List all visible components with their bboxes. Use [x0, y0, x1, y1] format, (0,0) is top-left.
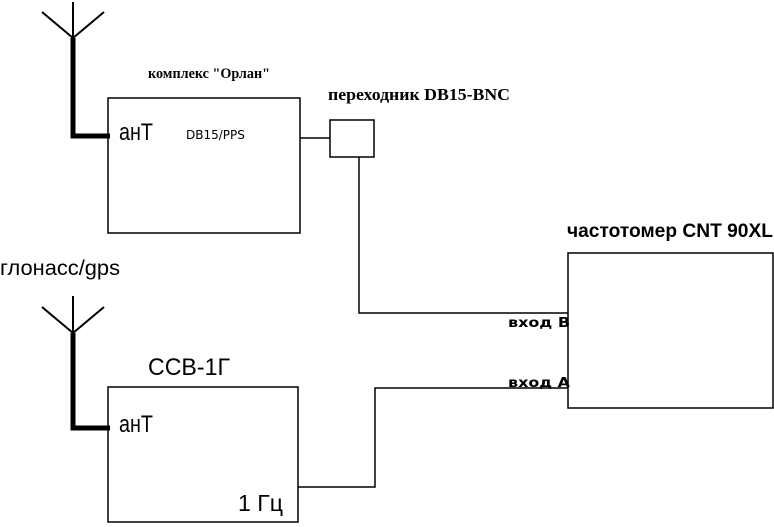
wire-adapter-to-input-b: [358, 157, 568, 314]
ssv-output-label: 1 Гц: [238, 490, 283, 516]
adapter-box: [329, 119, 375, 158]
input-b-label: вход В: [508, 316, 570, 331]
antenna-icon-orlan: [41, 2, 110, 139]
ssv-box: [107, 386, 299, 523]
antenna-icon-ssv: [41, 296, 110, 431]
adapter-title: переходник DB15-BNC: [328, 85, 510, 104]
ssv-ant-label: анТ: [119, 411, 153, 438]
wire-ssv-to-input-a: [298, 387, 568, 488]
ssv-title: ССВ-1Г: [148, 354, 230, 381]
frequency-counter-box: [567, 252, 774, 409]
orlan-complex-title: комплекс "Орлан": [148, 66, 270, 82]
frequency-counter-title: частотомер CNT 90XL: [567, 221, 773, 242]
orlan-ant-label: анТ: [119, 119, 153, 146]
gnss-label: глонасс/gps: [0, 257, 120, 280]
orlan-port-label: DB15/PPS: [186, 128, 245, 142]
orlan-complex-box: [107, 97, 301, 234]
